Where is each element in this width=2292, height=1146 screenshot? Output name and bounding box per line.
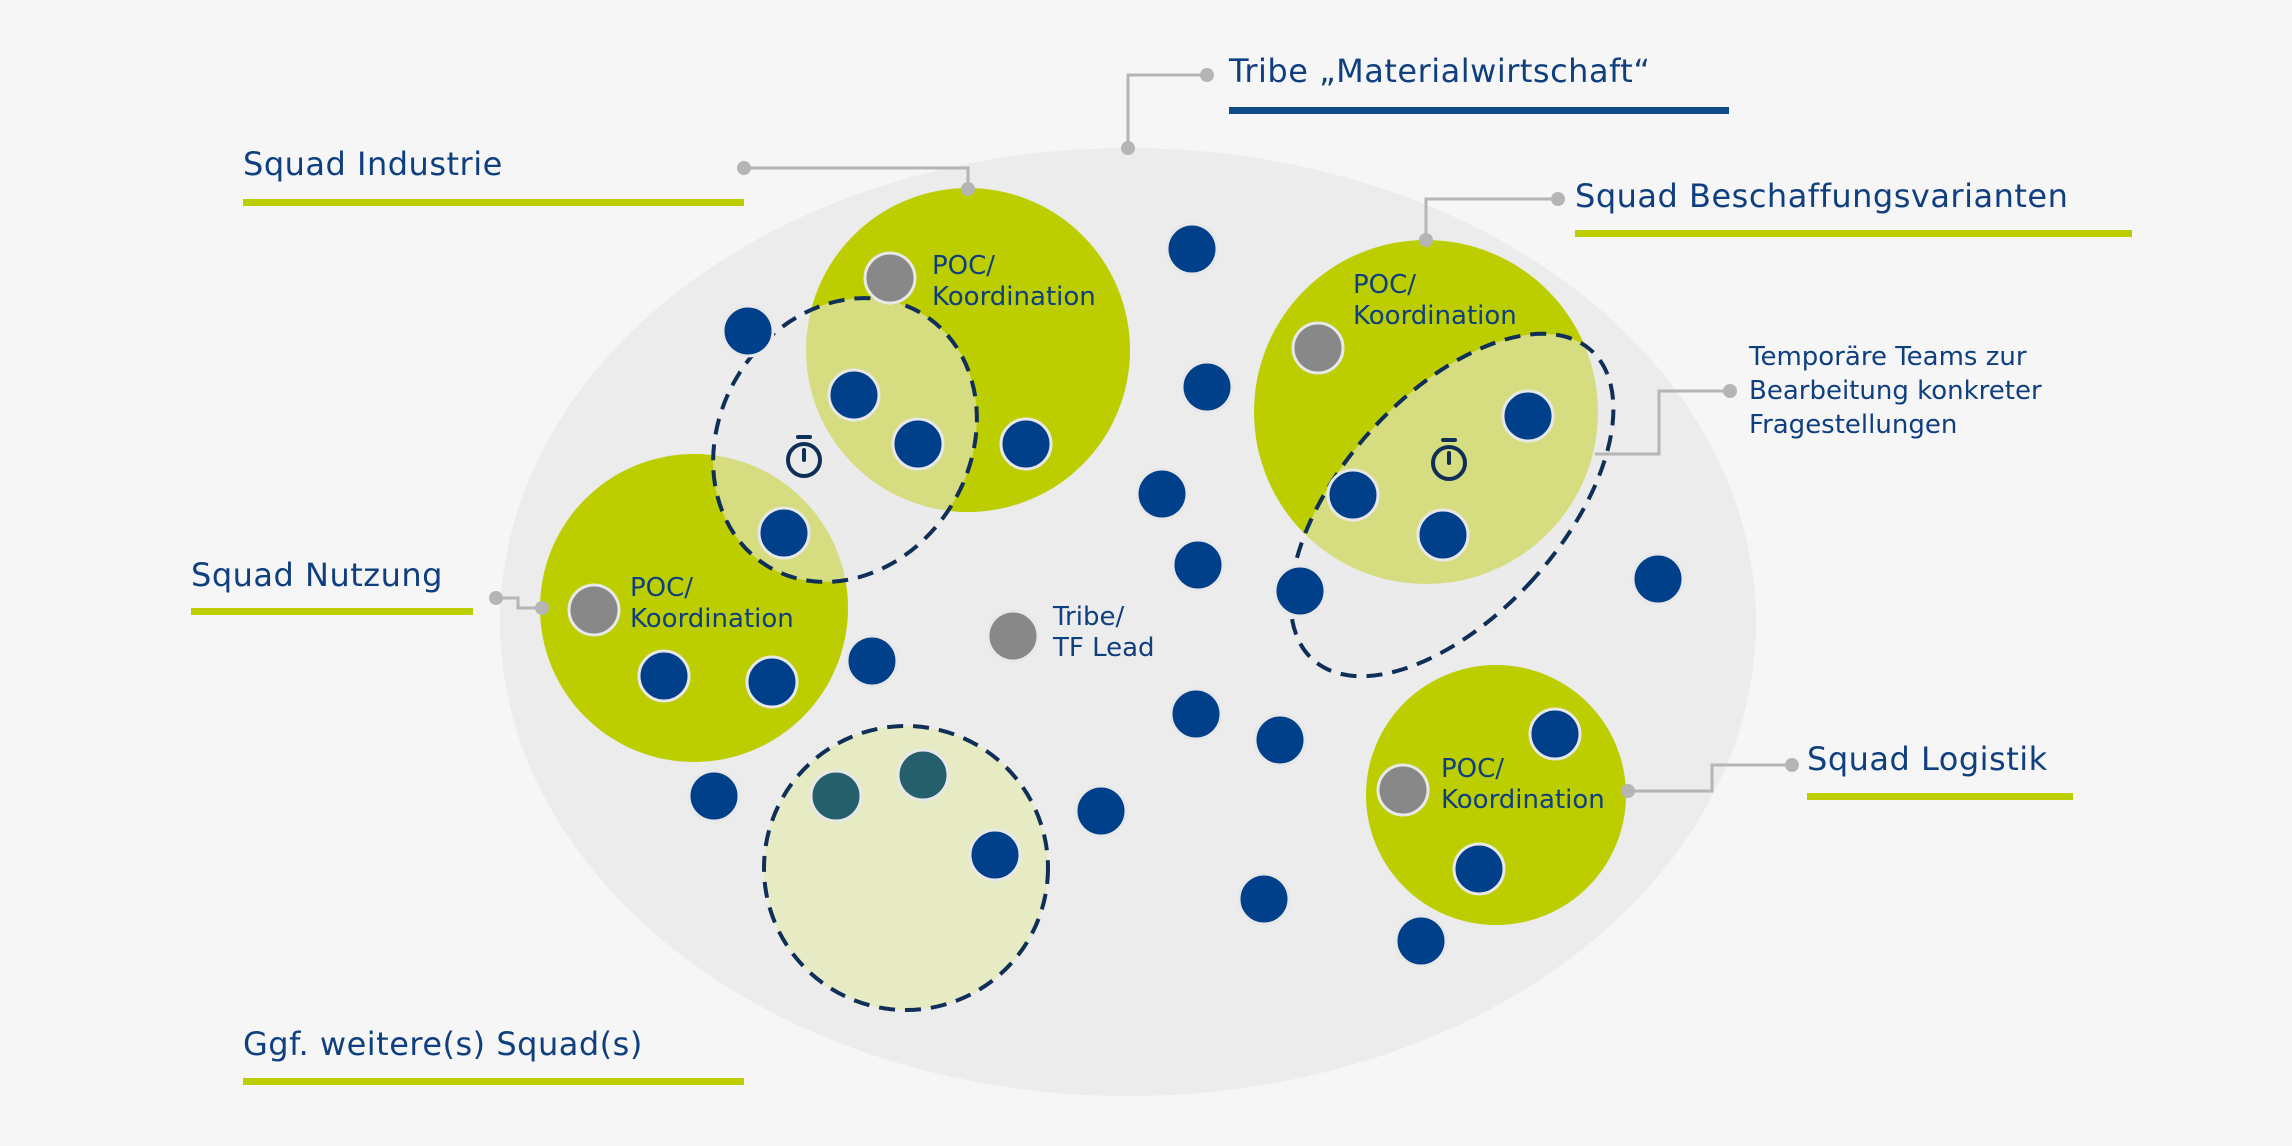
- connector-dot: [489, 591, 503, 605]
- member-node: [1074, 784, 1128, 838]
- member-node-teal: [896, 748, 950, 802]
- member-node: [1253, 713, 1307, 767]
- temp-teams-line2: Bearbeitung konkreter: [1749, 376, 2042, 406]
- poc-label-line2: Koordination: [932, 282, 1096, 312]
- member-node: [1528, 707, 1582, 761]
- member-node: [687, 769, 741, 823]
- member-node: [1165, 222, 1219, 276]
- member-node: [845, 634, 899, 688]
- poc-label-beschaffung: POC/ Koordination: [1353, 270, 1517, 332]
- poc-node-logistik: [1376, 763, 1430, 817]
- member-node: [637, 649, 691, 703]
- connector-dot: [737, 161, 751, 175]
- connector-dot: [1785, 758, 1799, 772]
- temp-teams-line3: Fragestellungen: [1749, 410, 1958, 440]
- poc-label-industrie: POC/ Koordination: [932, 251, 1096, 313]
- squad-nutzung-underline: [191, 608, 473, 615]
- stopwatch-icon: [1431, 438, 1467, 481]
- poc-label-line1: POC/: [1353, 270, 1417, 300]
- member-node-teal: [809, 769, 863, 823]
- member-node: [1394, 914, 1448, 968]
- tribe-label: Tribe „Materialwirtschaft“: [1229, 52, 1651, 90]
- poc-label-line1: POC/: [1441, 754, 1505, 784]
- poc-node-nutzung: [567, 583, 621, 637]
- member-node: [1416, 508, 1470, 562]
- member-node: [1273, 564, 1327, 618]
- member-node: [1180, 360, 1234, 414]
- member-node: [1631, 552, 1685, 606]
- poc-label-nutzung: POC/ Koordination: [630, 573, 794, 635]
- squad-weitere-label: Ggf. weitere(s) Squad(s): [243, 1025, 643, 1063]
- squad-weitere-underline: [243, 1078, 744, 1085]
- squad-logistik-underline: [1807, 793, 2073, 800]
- squad-beschaffung-label: Squad Beschaffungsvarianten: [1575, 177, 2069, 215]
- member-node: [1237, 872, 1291, 926]
- stopwatch-icon: [786, 435, 822, 478]
- member-nodes: [637, 222, 1685, 968]
- poc-node-beschaffung: [1291, 321, 1345, 375]
- tribe-lead-label: Tribe/ TF Lead: [1053, 602, 1155, 664]
- stopwatch-icon-face: [786, 442, 822, 478]
- member-node: [1326, 468, 1380, 522]
- squad-industrie-label: Squad Industrie: [243, 145, 503, 183]
- connector-dot: [1551, 192, 1565, 206]
- connector-nutzung: [496, 596, 542, 610]
- member-node: [968, 828, 1022, 882]
- squad-nutzung-label: Squad Nutzung: [191, 556, 443, 594]
- poc-label-line2: Koordination: [1353, 301, 1517, 331]
- poc-nodes: [567, 251, 1430, 817]
- poc-label-line2: Koordination: [630, 604, 794, 634]
- member-node: [745, 655, 799, 709]
- connector-dots: [489, 68, 1799, 798]
- tribe-label-underline: [1229, 107, 1729, 114]
- squad-beschaffung-underline: [1575, 230, 2132, 237]
- connector-beschaffung: [1424, 197, 1558, 240]
- connector-dot: [961, 182, 975, 196]
- temp-teams-label: Temporäre Teams zur Bearbeitung konkrete…: [1749, 340, 2042, 442]
- poc-label-line2: Koordination: [1441, 785, 1605, 815]
- connectors: [496, 73, 1792, 793]
- member-node: [1169, 687, 1223, 741]
- member-node: [999, 417, 1053, 471]
- connector-dot: [1723, 384, 1737, 398]
- stopwatch-icon-face: [1431, 445, 1467, 481]
- temp-teams-line1: Temporäre Teams zur: [1749, 342, 2027, 372]
- connector-dot: [1121, 141, 1135, 155]
- member-node: [1171, 538, 1225, 592]
- connector-dot: [535, 601, 549, 615]
- tribe-lead-line1: Tribe/: [1053, 602, 1125, 632]
- tribe-lead-node: [986, 609, 1040, 663]
- tribe-lead-line2: TF Lead: [1053, 633, 1155, 663]
- squad-industrie-underline: [243, 199, 744, 206]
- squad-logistik-label: Squad Logistik: [1807, 740, 2048, 778]
- connector-tribe: [1126, 73, 1207, 148]
- member-node: [1135, 467, 1189, 521]
- poc-node-industrie: [863, 251, 917, 305]
- poc-label-logistik: POC/ Koordination: [1441, 754, 1605, 816]
- poc-label-line1: POC/: [630, 573, 694, 603]
- member-node: [1452, 842, 1506, 896]
- connector-temp-teams: [1595, 389, 1730, 456]
- member-node: [721, 304, 775, 358]
- connector-dot: [1621, 784, 1635, 798]
- member-node: [757, 506, 811, 560]
- poc-label-line1: POC/: [932, 251, 996, 281]
- member-node: [891, 417, 945, 471]
- connector-logistik: [1628, 763, 1792, 793]
- teal-nodes: [809, 748, 950, 823]
- member-node: [827, 368, 881, 422]
- member-node: [1501, 389, 1555, 443]
- connector-dot: [1200, 68, 1214, 82]
- connector-dot: [1419, 233, 1433, 247]
